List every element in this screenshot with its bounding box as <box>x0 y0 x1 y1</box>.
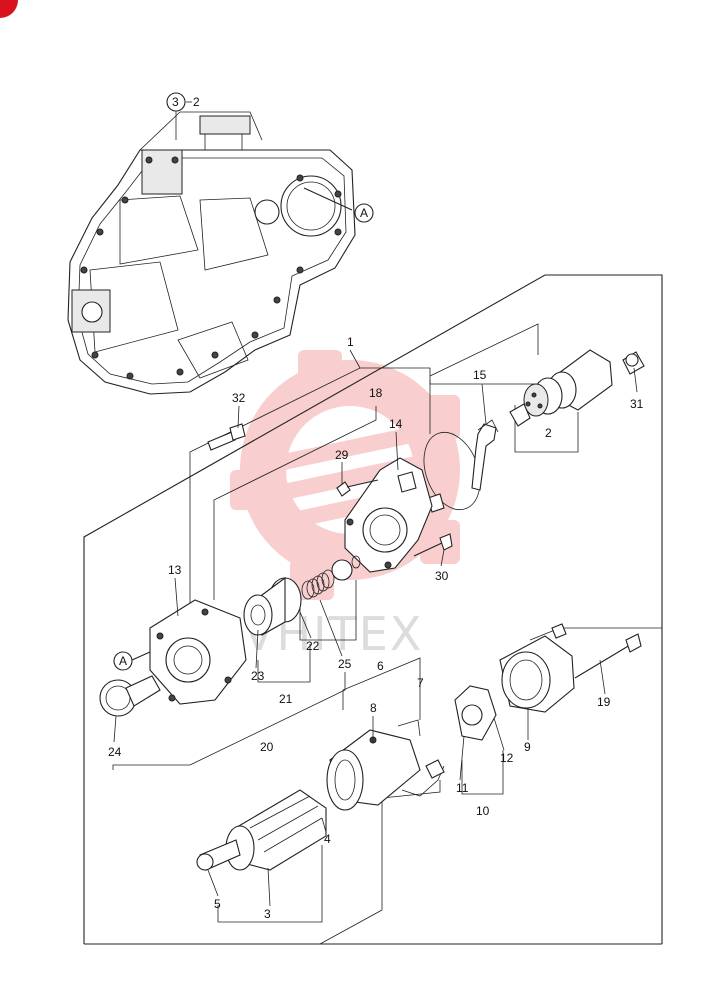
ref-suffix-label: 2 <box>193 95 200 109</box>
bolt-32 <box>207 423 246 451</box>
callout-a-top <box>354 203 374 223</box>
corner-badge <box>0 0 18 18</box>
label-30: 30 <box>435 569 449 583</box>
label-2: 2 <box>545 426 552 440</box>
callout-a-left <box>113 651 133 671</box>
front-housing <box>149 599 247 705</box>
callout-a-top-label: A <box>360 206 368 220</box>
drive-housing <box>344 457 433 573</box>
label-4: 4 <box>324 832 331 846</box>
label-20: 20 <box>260 740 274 754</box>
label-31: 31 <box>630 397 644 411</box>
yoke-6 <box>326 719 445 811</box>
label-32: 32 <box>232 391 246 405</box>
callout-a-left-label: A <box>119 654 127 668</box>
through-bolt-19 <box>551 623 642 679</box>
label-23: 23 <box>251 669 265 683</box>
brush-holder-10 <box>454 685 497 741</box>
label-9: 9 <box>524 740 531 754</box>
label-10: 10 <box>476 804 490 818</box>
label-25: 25 <box>338 657 352 671</box>
label-18: 18 <box>369 386 383 400</box>
label-3: 3 <box>264 907 271 921</box>
label-29: 29 <box>335 448 349 462</box>
label-22: 22 <box>306 639 320 653</box>
label-1: 1 <box>347 335 354 349</box>
flywheel-housing <box>67 111 356 395</box>
label-12: 12 <box>500 751 514 765</box>
armature-3 <box>196 789 327 871</box>
label-24: 24 <box>108 745 122 759</box>
label-6: 6 <box>377 659 384 673</box>
label-21: 21 <box>279 692 293 706</box>
group-frame <box>83 274 663 945</box>
label-14: 14 <box>389 417 403 431</box>
spring-25 <box>301 555 361 600</box>
part-labels: 1 2 3 4 5 6 7 8 9 10 11 12 13 14 15 18 1… <box>108 335 644 921</box>
shift-lever <box>423 419 499 513</box>
ref-circle-label: 3 <box>172 95 179 109</box>
bolt-30 <box>413 533 453 557</box>
label-11: 11 <box>456 781 469 795</box>
label-7: 7 <box>417 676 424 690</box>
label-8: 8 <box>370 701 377 715</box>
leader-lines <box>113 367 638 907</box>
label-19: 19 <box>597 695 611 709</box>
label-5: 5 <box>214 897 221 911</box>
overrunning-clutch <box>243 576 302 636</box>
solenoid-switch <box>509 349 645 427</box>
rear-cover-9 <box>499 635 575 713</box>
label-15: 15 <box>473 368 487 382</box>
label-13: 13 <box>168 563 182 577</box>
pinion-gear-24 <box>99 675 161 717</box>
